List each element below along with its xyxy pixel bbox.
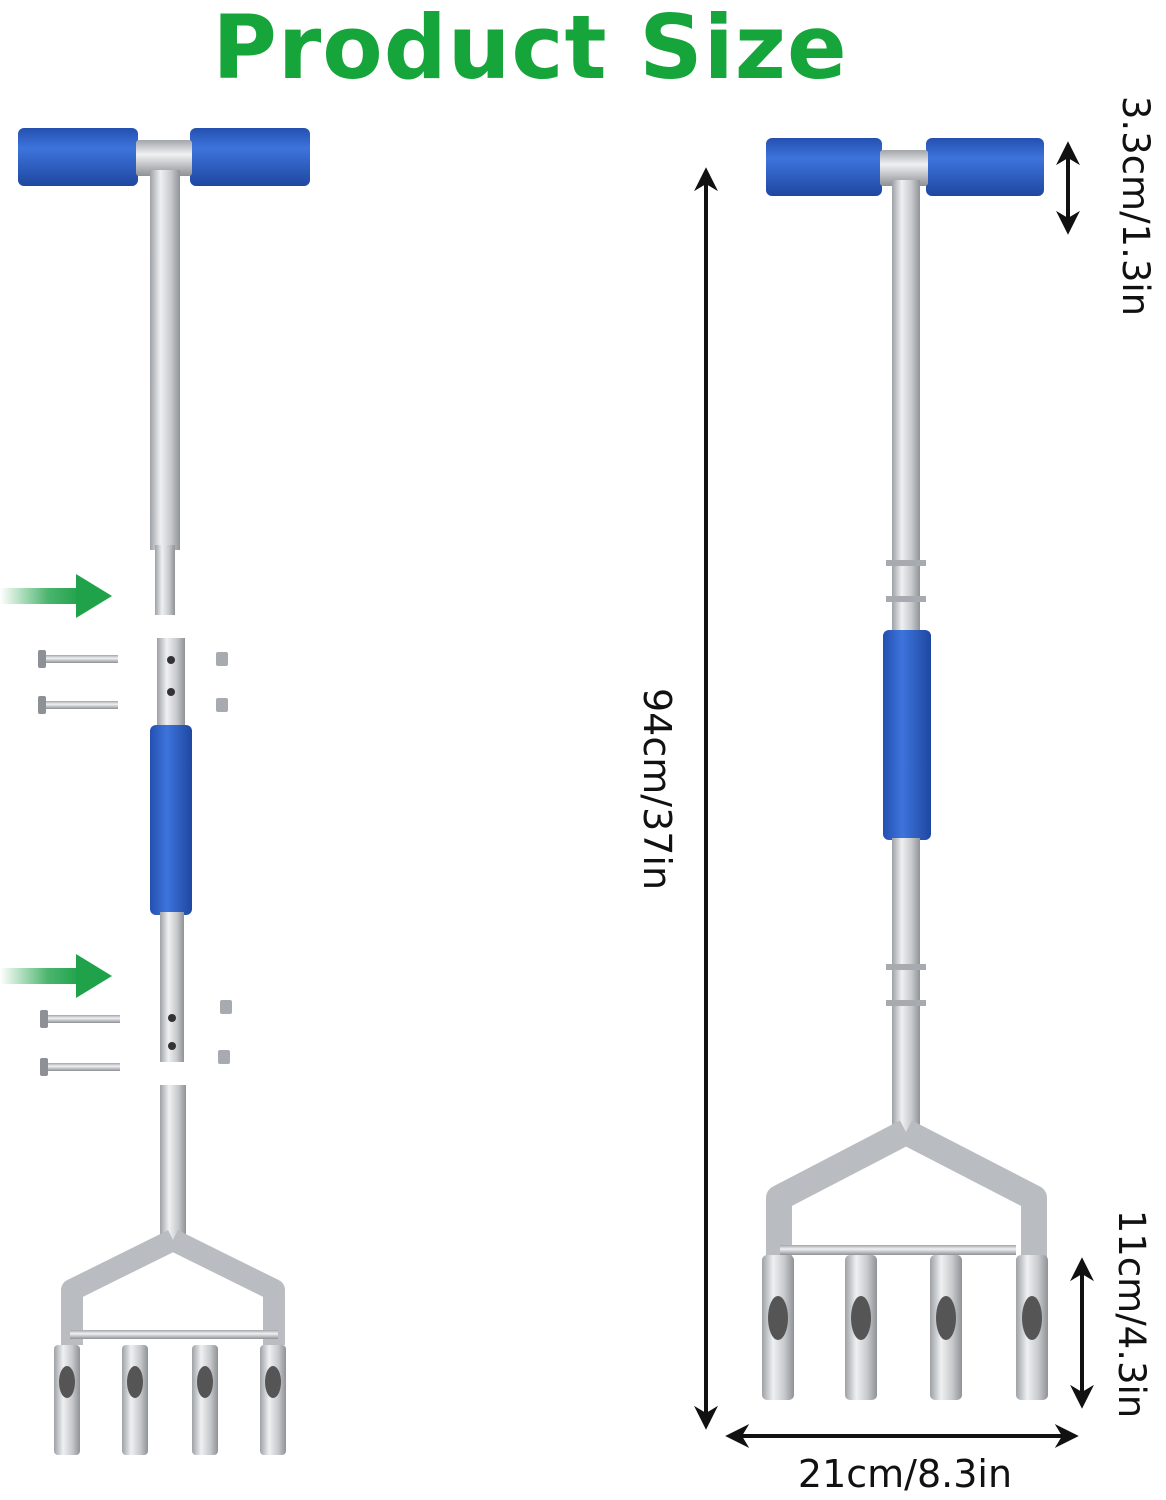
t-joint <box>880 150 928 186</box>
t-joint <box>136 140 192 176</box>
right-grip <box>926 138 1044 196</box>
nut-icon <box>216 652 228 666</box>
cross-bar <box>70 1330 278 1339</box>
insert-arrow-icon <box>0 954 112 998</box>
insert-arrow-icon <box>0 574 112 618</box>
upper-shaft-tip <box>155 545 175 615</box>
fork-head-part <box>54 1085 286 1455</box>
diameter-label: 3.3cm/1.3in <box>1114 95 1157 317</box>
nut-icon <box>218 1050 230 1064</box>
hollow-tine <box>192 1345 218 1455</box>
hollow-tine <box>54 1345 80 1455</box>
bolt-icon <box>38 696 118 714</box>
bolt-icon <box>40 1010 120 1028</box>
left-grip <box>18 128 138 186</box>
middle-grip <box>883 630 931 840</box>
nut-icon <box>220 1000 232 1014</box>
right-grip <box>190 128 310 186</box>
bolt-icon <box>886 560 926 602</box>
cross-bar <box>780 1245 1016 1255</box>
left-grip <box>766 138 882 196</box>
nut-icon <box>216 698 228 712</box>
lower-shaft <box>892 838 920 1138</box>
middle-grip <box>150 725 192 915</box>
tine-length-label: 11cm/4.3in <box>1110 1209 1153 1419</box>
top-handle-part <box>18 128 310 615</box>
hollow-tine <box>260 1345 286 1455</box>
bolt-icon <box>40 1058 120 1076</box>
disassembled-tool <box>0 128 310 1455</box>
length-label: 94cm/37in <box>635 688 679 891</box>
hollow-tine <box>122 1345 148 1455</box>
width-label: 21cm/8.3in <box>797 1452 1013 1496</box>
page-title: Product Size <box>212 0 848 99</box>
upper-shaft <box>150 170 180 550</box>
bolt-icon <box>38 650 118 668</box>
upper-shaft <box>892 180 920 635</box>
middle-shaft-part <box>150 638 192 1062</box>
assembled-tool <box>762 138 1048 1400</box>
bolt-icon <box>886 964 926 1006</box>
